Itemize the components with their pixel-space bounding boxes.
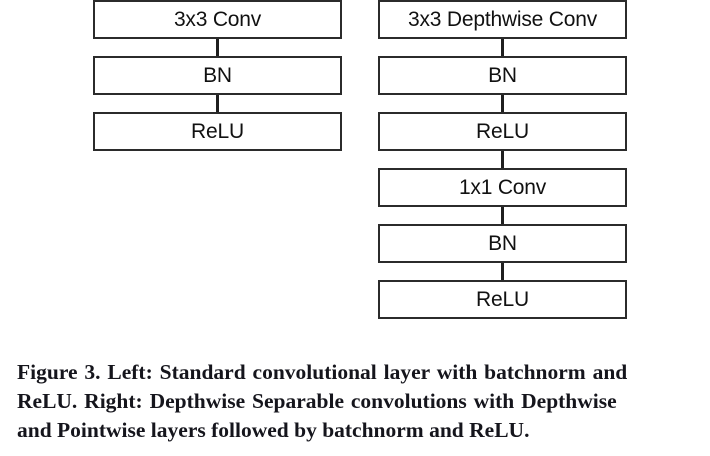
node-wrap-right-bn-2: BN bbox=[378, 207, 627, 263]
node-box-right-bn-1[interactable]: BN bbox=[378, 56, 627, 95]
connector-arrow-icon-right-2 bbox=[501, 95, 504, 112]
node-wrap-right-relu-1: ReLU bbox=[378, 95, 627, 151]
connector-arrow-icon-left-2 bbox=[216, 95, 219, 112]
node-wrap-right-bn-1: BN bbox=[378, 39, 627, 95]
figure-caption-line-3: and Pointwise layers followed by batchno… bbox=[17, 418, 530, 442]
connector-arrow-icon-right-3 bbox=[501, 151, 504, 168]
node-box-1x1-conv[interactable]: 1x1 Conv bbox=[378, 168, 627, 207]
connector-arrow-icon-right-1 bbox=[501, 39, 504, 56]
figure-diagram: 3x3 Conv BN ReLU 3x3 Depthwise Conv BN R… bbox=[93, 0, 627, 319]
figure-caption-line-2: ReLU. Right: Depthwise Separable convolu… bbox=[17, 389, 617, 413]
node-box-left-bn[interactable]: BN bbox=[93, 56, 342, 95]
node-box-3x3-depthwise-conv[interactable]: 3x3 Depthwise Conv bbox=[378, 0, 627, 39]
figure-caption: Figure 3. Left: Standard convolutional l… bbox=[17, 358, 693, 445]
node-box-3x3-conv[interactable]: 3x3 Conv bbox=[93, 0, 342, 39]
node-wrap-left-bn: BN bbox=[93, 39, 342, 95]
node-wrap-right-relu-2: ReLU bbox=[378, 263, 627, 319]
node-box-right-bn-2[interactable]: BN bbox=[378, 224, 627, 263]
diagram-column-standard-convolution: 3x3 Conv BN ReLU bbox=[93, 0, 342, 151]
node-box-left-relu[interactable]: ReLU bbox=[93, 112, 342, 151]
connector-arrow-icon-right-5 bbox=[501, 263, 504, 280]
node-wrap-left-relu: ReLU bbox=[93, 95, 342, 151]
connector-arrow-icon-left-1 bbox=[216, 39, 219, 56]
connector-arrow-icon-right-4 bbox=[501, 207, 504, 224]
node-box-right-relu-1[interactable]: ReLU bbox=[378, 112, 627, 151]
node-wrap-right-pwconv: 1x1 Conv bbox=[378, 151, 627, 207]
figure-caption-line-1: Figure 3. Left: Standard convolutional l… bbox=[17, 360, 628, 384]
node-wrap-left-conv: 3x3 Conv bbox=[93, 0, 342, 39]
diagram-column-depthwise-separable-convolution: 3x3 Depthwise Conv BN ReLU 1x1 Conv BN R… bbox=[378, 0, 627, 319]
node-box-right-relu-2[interactable]: ReLU bbox=[378, 280, 627, 319]
node-wrap-right-dwconv: 3x3 Depthwise Conv bbox=[378, 0, 627, 39]
